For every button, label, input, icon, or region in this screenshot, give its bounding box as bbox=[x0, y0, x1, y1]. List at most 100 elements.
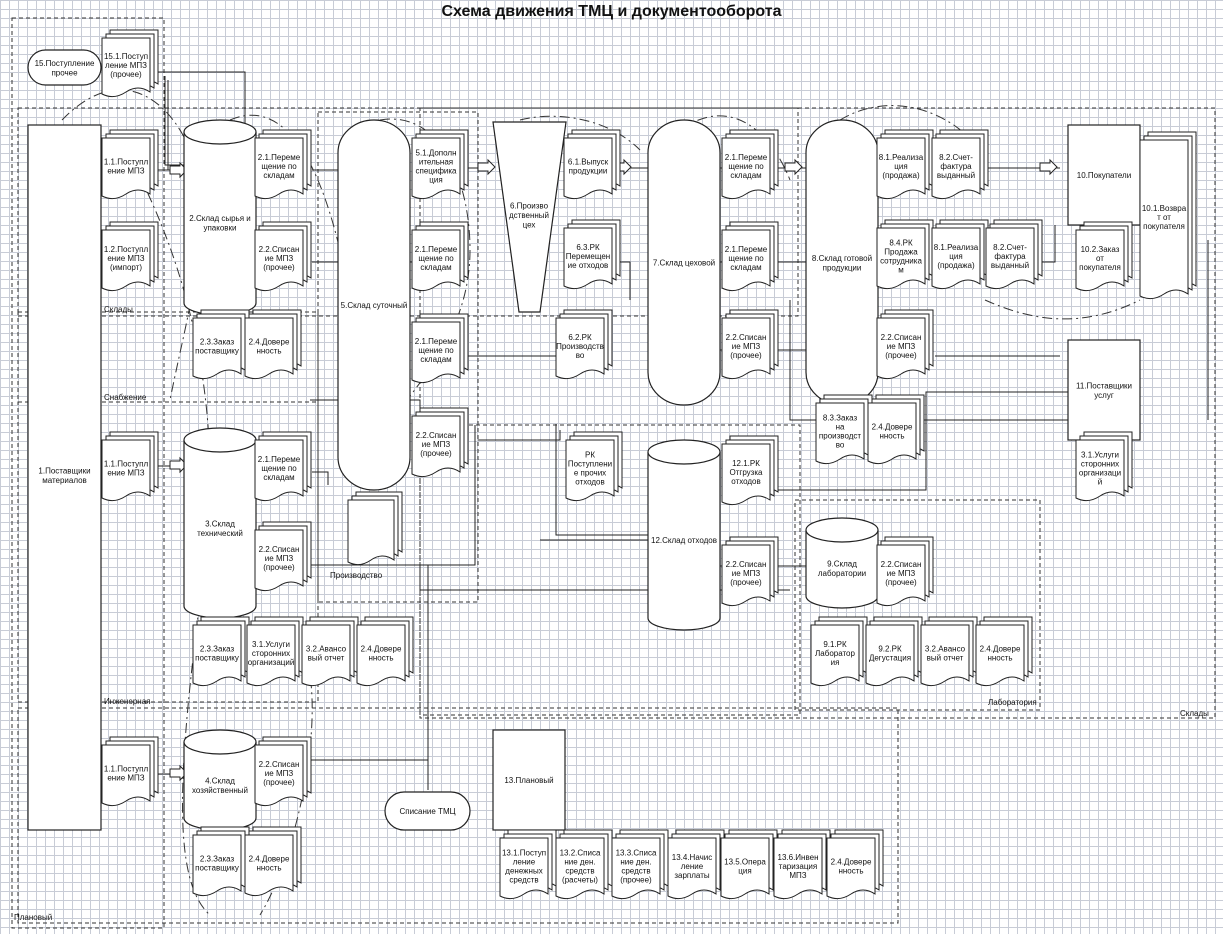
doc-13-3-document[interactable]: 13.3.Списание ден.средств(прочее) bbox=[611, 829, 669, 900]
node-12-waste-warehouse[interactable]: 12.Склад отходов bbox=[647, 439, 721, 631]
label-line: 2.1.Переме bbox=[415, 245, 458, 254]
label-line: 2.4.Довере bbox=[831, 858, 872, 867]
label-line: цех bbox=[523, 221, 536, 230]
document-sheet bbox=[101, 37, 151, 98]
diagram-title: Схема движения ТМЦ и документооборота bbox=[441, 3, 782, 20]
area-frame bbox=[17, 107, 799, 317]
cylinder-top bbox=[183, 119, 257, 145]
doc-1-2-document[interactable]: 1.2.Поступление МПЗ(импорт) bbox=[101, 221, 159, 292]
node-write-off[interactable]: Списание ТМЦ bbox=[384, 791, 471, 831]
document-sheet bbox=[876, 317, 926, 380]
cylinder-top bbox=[805, 517, 879, 543]
doc-2-2-document[interactable]: 2.2.Списание МПЗ(прочее) bbox=[254, 736, 312, 807]
label-line: ление МПЗ bbox=[105, 61, 147, 70]
doc-1-1-document[interactable]: 1.1.Поступление МПЗ bbox=[101, 129, 159, 200]
label-line: (прочее) bbox=[885, 578, 917, 587]
label-line: 6.Произво bbox=[510, 202, 549, 211]
label-line: (прочее) bbox=[885, 351, 917, 360]
label-line: ция bbox=[429, 176, 442, 185]
label-line: складам bbox=[263, 171, 294, 180]
label-line: 8.3.Заказ bbox=[823, 414, 858, 423]
doc-1-1-document[interactable]: 1.1.Поступление МПЗ bbox=[101, 736, 159, 807]
label-line: 2.2.Списан bbox=[416, 431, 457, 440]
label-line: ия bbox=[831, 658, 840, 667]
doc-1-1-document[interactable]: 1.1.Поступление МПЗ bbox=[101, 431, 159, 502]
document-sheet bbox=[411, 415, 461, 478]
doc-2-2-document[interactable]: 2.2.Списание МПЗ(прочее) bbox=[721, 536, 779, 607]
node-5-daily-warehouse[interactable]: 5.Склад суточный bbox=[337, 119, 411, 491]
area-frame bbox=[17, 401, 319, 703]
label-line: поставщику bbox=[195, 347, 239, 356]
label-line: покупателя bbox=[1143, 222, 1185, 231]
label-line: 2.4.Довере bbox=[249, 338, 290, 347]
node-13-planning[interactable]: 13.Плановый bbox=[492, 729, 566, 831]
label-line: ление bbox=[513, 858, 536, 867]
label-line: средств bbox=[621, 867, 650, 876]
doc-2-2-document[interactable]: 2.2.Списание МПЗ(прочее) bbox=[254, 521, 312, 592]
label-line: 2.Склад сырья и bbox=[189, 214, 250, 223]
doc-2-2-document[interactable]: 2.2.Списание МПЗ(прочее) bbox=[411, 407, 469, 478]
label-line: ние ден. bbox=[564, 858, 595, 867]
node-10-buyers[interactable]: 10.Покупатели bbox=[1067, 124, 1141, 226]
label-line: (прочее) bbox=[420, 449, 452, 458]
doc-2-2-document[interactable]: 2.2.Списание МПЗ(прочее) bbox=[876, 309, 934, 380]
label-line: поставщику bbox=[195, 864, 239, 873]
node-7-shop-warehouse[interactable]: 7.Склад цеховой bbox=[647, 119, 721, 406]
doc-2-2-document[interactable]: 2.2.Списание МПЗ(прочее) bbox=[876, 536, 934, 607]
connector bbox=[312, 471, 329, 485]
doc-13-2-document[interactable]: 13.2.Списание ден.средств(расчеты) bbox=[555, 829, 613, 900]
blank-document bbox=[347, 491, 403, 566]
doc-2-2-document[interactable]: 2.2.Списание МПЗ(прочее) bbox=[721, 309, 779, 380]
doc-15-1-document[interactable]: 15.1.Поступление МПЗ(прочее) bbox=[101, 29, 159, 98]
doc-2-2-document[interactable]: 2.2.Списание МПЗ(прочее) bbox=[254, 221, 312, 292]
